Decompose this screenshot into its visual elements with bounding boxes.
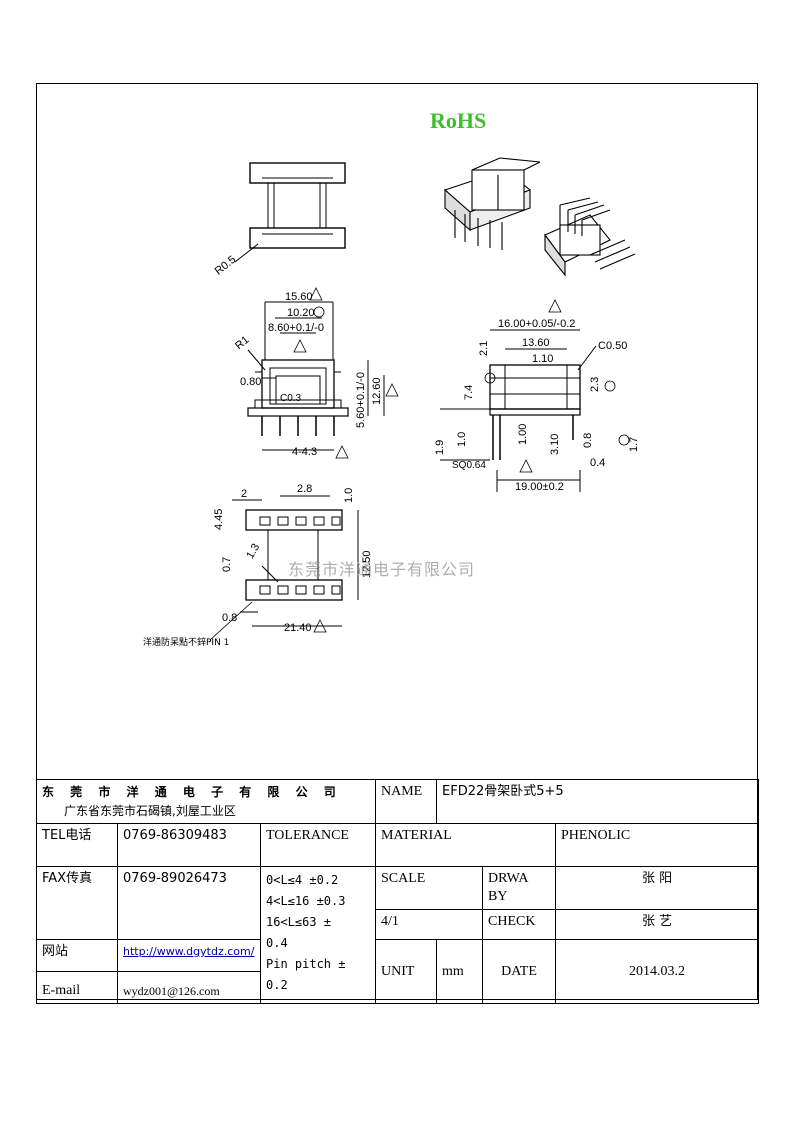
side-view: 16.00+0.05/-0.2 13.60 1.10 C0.50 2.1 7.4… [434,299,640,493]
dim-side-74: 7.4 [463,385,475,400]
dim-bot-28: 2.8 [297,483,312,495]
title-block: 东 莞 市 洋 通 电 子 有 限 公 司 广东省东莞市石碣镇,刘屋工业区 NA… [36,779,760,1004]
material-value: PHENOLIC [554,823,760,867]
tol-line: 4<L≤16 ±0.3 [266,894,346,908]
dim-side-w: 16.00+0.05/-0.2 [498,318,575,330]
dim-bot-08: 0.8 [222,612,237,624]
web-label: 网站 [36,939,118,972]
check-label: CHECK [482,909,556,940]
website-link[interactable]: http://www.dgytdz.com/ [123,945,255,958]
dim-side-23: 2.3 [589,377,601,392]
top-view: R0.5 [213,162,346,278]
bottom-view: 2 2.8 1.0 4.45 1.3 0.7 12.50 0.8 21.40 [209,483,373,641]
dim-top-r: R0.5 [213,254,239,278]
unit-label: UNIT [375,939,437,1004]
email-label: E-mail [36,971,118,1004]
tol-line: 0.4 [266,936,288,950]
email-value: wydz001@126.com [117,971,261,1004]
tol-line: 0.2 [266,978,288,992]
date-value: 2014.03.2 [554,939,760,1004]
fax-label: FAX传真 [36,866,118,940]
dim-front-w1: 15.60 [285,291,313,303]
scale-value: 4/1 [375,909,483,940]
dim-side-110: 1.10 [532,353,553,365]
web-cell: http://www.dgytdz.com/ [117,939,261,972]
scale-label: SCALE [375,866,483,910]
dim-side-c050: C0.50 [598,340,627,352]
dim-side-1360: 13.60 [522,337,550,349]
dim-side-100: 1.00 [517,424,529,445]
tel-label: TEL电话 [36,823,118,867]
dim-side-10: 1.0 [456,432,468,447]
company-name: 东 莞 市 洋 通 电 子 有 限 公 司 [42,785,342,799]
pin1-note: 洋通防呆點不鋅PIN 1 [143,638,230,648]
company-address: 广东省东莞市石碣镇,刘屋工业区 [64,804,236,818]
dim-front-080: 0.80 [240,376,261,388]
dim-side-310: 3.10 [549,434,561,455]
dim-front-w2: 10.20 [287,307,315,319]
dim-front-w3: 8.60+0.1/-0 [268,322,324,334]
company-cell: 东 莞 市 洋 通 电 子 有 限 公 司 广东省东莞市石碣镇,刘屋工业区 [36,779,376,824]
dim-front-h2: 12.60 [371,377,383,405]
tolerance-label: TOLERANCE [260,823,376,867]
tolerance-values: 0<L≤4 ±0.2 4<L≤16 ±0.3 16<L≤63 ± 0.4 Pin… [260,866,376,1004]
dim-front-r: R1 [233,334,251,352]
dim-side-19: 1.9 [434,440,446,455]
name-label: NAME [375,779,437,824]
tel-value: 0769-86309483 [117,823,261,867]
dim-side-sq: SQ0.64 [452,460,486,471]
dim-bot-1250: 12.50 [361,550,373,578]
tol-line: Pin pitch ± [266,957,346,971]
dim-bot-2140: 21.40 [284,622,312,634]
fax-value: 0769-89026473 [117,866,261,940]
dim-front-h1: 5.60+0.1/-0 [355,372,367,428]
dim-side-08: 0.8 [582,433,594,448]
check-value: 张 艺 [554,909,760,940]
date-label: DATE [482,939,556,1004]
dim-side-04: 0.4 [590,457,605,469]
material-label: MATERIAL [375,823,556,867]
dim-bot-07: 0.7 [221,557,233,572]
dim-bot-10: 1.0 [343,488,355,503]
dim-bot-445: 4.45 [213,509,225,530]
name-value: EFD22骨架卧式5+5 [435,779,760,824]
dim-side-21: 2.1 [478,341,490,356]
front-view: 15.60 10.20 8.60+0.1/-0 R1 0.80 C0.3 5.6… [233,287,399,459]
isometric-view [443,157,636,277]
drawn-by-value: 张 阳 [554,866,760,910]
dim-front-c03: C0.3 [280,393,302,404]
dim-side-17: 1.7 [628,437,640,452]
rohs-mark: RoHS [430,108,487,133]
dim-bot-2: 2 [241,488,247,500]
drawn-by-label: DRWA BY [482,866,556,910]
dim-front-pitch: 4-4.3 [292,446,317,458]
watermark: 东莞市洋通电子有限公司 [288,560,476,579]
tol-line: 16<L≤63 ± [266,915,332,929]
dim-bot-13: 1.3 [244,542,262,561]
tol-line: 0<L≤4 ±0.2 [266,873,339,887]
unit-value: mm [436,939,483,1004]
dim-side-1900: 19.00±0.2 [515,481,564,493]
